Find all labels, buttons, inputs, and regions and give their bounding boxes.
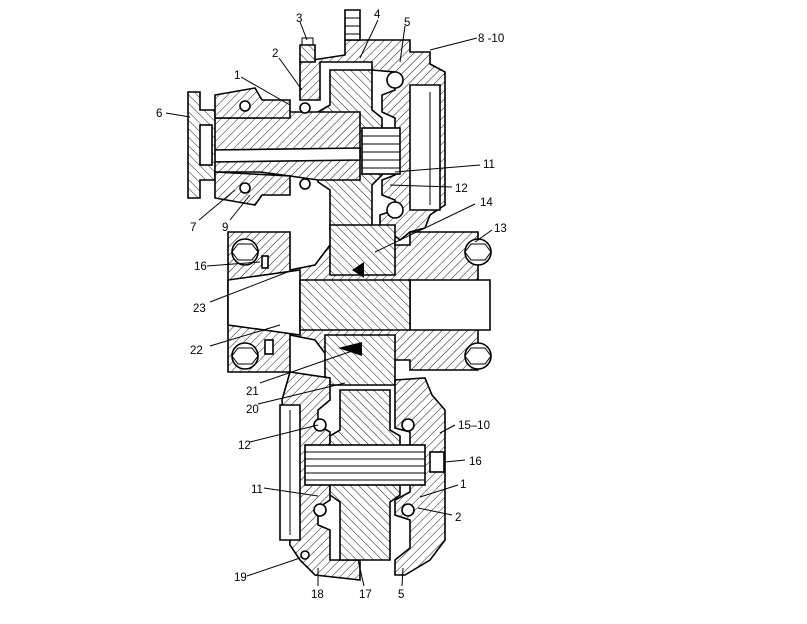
- lower-bearings: [300, 418, 415, 560]
- label-7: 7: [190, 222, 196, 234]
- upper-bearings: [239, 71, 404, 219]
- top-plug: [344, 9, 361, 41]
- leader-lines: [165, 19, 493, 587]
- upper-cover-plate: [409, 84, 441, 211]
- label-11-top: 11: [483, 159, 495, 171]
- label-16-left: 16: [194, 261, 207, 273]
- lower-spline: [304, 444, 426, 486]
- left-bearing-cap-lower: [214, 171, 291, 206]
- label-11-bottom: 11: [251, 484, 263, 496]
- breather-fitting: [299, 44, 316, 63]
- label-12-bottom: 12: [238, 440, 251, 452]
- label-15-10: 15–10: [458, 420, 490, 432]
- upper-assembly: [187, 9, 446, 242]
- label-20: 20: [246, 404, 259, 416]
- lower-assembly: [279, 371, 446, 581]
- label-2-bottom: 2: [455, 512, 461, 524]
- label-4: 4: [374, 9, 381, 21]
- label-18: 18: [311, 589, 324, 601]
- label-3: 3: [296, 13, 302, 25]
- callout-labels: 3 4 5 8 -10 2 1 6 11 12 7 9 14 13 16 23 …: [156, 9, 507, 601]
- label-1-top: 1: [234, 70, 240, 82]
- label-19: 19: [234, 572, 247, 584]
- housing-bolts: [231, 238, 492, 370]
- label-23: 23: [193, 303, 206, 315]
- label-5-top: 5: [404, 17, 410, 29]
- upper-spline: [361, 127, 401, 175]
- input-shaft: [199, 111, 361, 181]
- label-17: 17: [359, 589, 372, 601]
- label-22: 22: [190, 345, 203, 357]
- label-21: 21: [246, 386, 259, 398]
- label-6: 6: [156, 108, 162, 120]
- label-14: 14: [480, 197, 493, 209]
- label-1-bottom: 1: [460, 479, 466, 491]
- label-5-bottom: 5: [398, 589, 404, 601]
- label-13: 13: [494, 223, 507, 235]
- center-housing: [227, 224, 492, 386]
- label-8-10: 8 -10: [478, 33, 504, 45]
- label-16-right: 16: [469, 456, 482, 468]
- label-9: 9: [222, 222, 228, 234]
- left-bearing-cap: [214, 87, 291, 119]
- upper-center-gear: [329, 224, 396, 276]
- center-shaft: [299, 279, 411, 331]
- label-12-top: 12: [455, 183, 468, 195]
- label-2-top: 2: [272, 48, 278, 60]
